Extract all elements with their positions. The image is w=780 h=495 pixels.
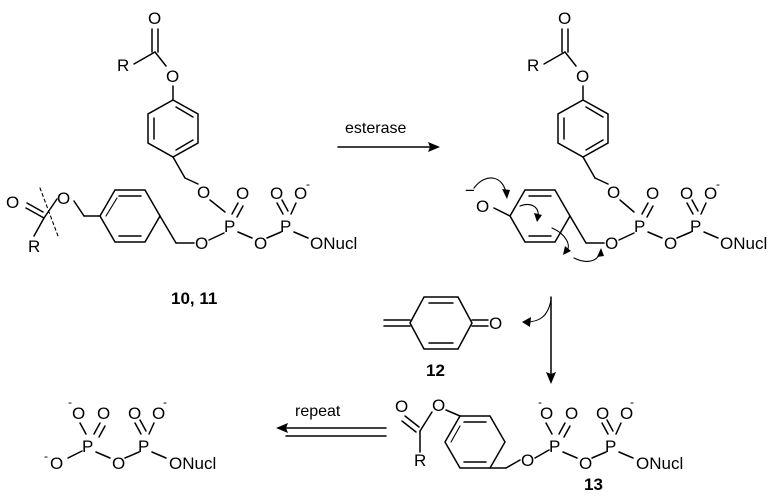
atom-o-anion-5: O — [540, 404, 553, 423]
atom-o-quinone: O — [489, 314, 502, 333]
atom-o-anion-7: O — [72, 404, 85, 423]
charge-minus-9: - — [163, 395, 167, 409]
atom-o-carbonyl-2: O — [6, 193, 19, 212]
atom-o-anion-2: O — [704, 184, 717, 203]
atom-o-anion-6: O — [620, 404, 633, 423]
charge-minus-2: - — [716, 177, 720, 191]
atom-onucl-7: ONucl — [169, 454, 216, 473]
atom-onucl-5: ONucl — [636, 454, 683, 473]
charge-minus-phenolate: − — [465, 181, 475, 200]
atom-o-double-7: O — [97, 404, 110, 423]
atom-o-anion-9: O — [152, 404, 165, 423]
atom-o-ester-2: O — [57, 189, 70, 208]
compound-10-11: O R O O P O O P O O - ONucl — [6, 9, 357, 308]
product-diphosphate: O - O P O - O P O O - ONucl — [44, 395, 216, 473]
benzene-ring-top-2 — [557, 99, 609, 158]
atom-p-4: P — [690, 217, 701, 236]
charge-minus-6: - — [630, 395, 634, 409]
arrow-label-esterase: esterase — [345, 120, 406, 137]
repeat-arrow: repeat — [276, 403, 387, 437]
compound-12: O 12 — [383, 296, 502, 380]
atom-r-3: R — [527, 56, 539, 75]
atom-o-benzyl-3: O — [607, 183, 620, 202]
arrow-label-repeat: repeat — [295, 403, 341, 420]
atom-o-phenolate: O — [476, 197, 489, 216]
atom-o-anion-8: O — [50, 454, 63, 473]
atom-onucl-2: ONucl — [720, 234, 767, 253]
atom-r-2: R — [28, 237, 40, 256]
atom-o-double-3: O — [646, 184, 659, 203]
atom-o-bridge-7: O — [112, 454, 125, 473]
atom-o-bridge-5: O — [579, 454, 592, 473]
atom-o-ester: O — [166, 67, 179, 86]
atom-o-benzyl-2: O — [195, 234, 208, 253]
compound-label-12: 12 — [426, 361, 445, 380]
quinone-ring — [409, 296, 473, 350]
atom-o-carbonyl-5: O — [395, 397, 408, 416]
atom-onucl: ONucl — [310, 234, 357, 253]
atom-o-ester-5: O — [432, 396, 445, 415]
charge-minus-7: - — [68, 395, 72, 409]
charge-minus-8: - — [44, 449, 48, 463]
benzene-ring-13 — [444, 415, 506, 469]
atom-o-bridge: O — [254, 234, 267, 253]
cleavage-mark — [39, 187, 59, 237]
elimination-arrow — [522, 296, 556, 384]
atom-o-double-4: O — [680, 184, 693, 203]
atom-o-double-8: O — [128, 404, 141, 423]
atom-p-8: P — [138, 437, 149, 456]
electron-arrow-4 — [573, 251, 601, 262]
compound-label-10-11: 10, 11 — [171, 289, 217, 308]
compound-13: O R O O P O - O O P O O - ONucl 13 — [395, 395, 683, 494]
benzene-ring-left — [99, 189, 161, 243]
electron-arrow-1 — [473, 177, 507, 195]
atom-o-benzyl-4: O — [605, 234, 618, 253]
atom-o-bridge-2: O — [664, 234, 677, 253]
atom-p-3: P — [634, 217, 645, 236]
atom-p-5: P — [549, 437, 560, 456]
atom-r-5: R — [414, 451, 426, 470]
atom-r: R — [117, 56, 129, 75]
atom-p-7: P — [82, 437, 93, 456]
atom-o-double-6: O — [596, 404, 609, 423]
phenolate-intermediate: O R O O P O O P O O - ONucl O — [465, 9, 767, 262]
charge-minus-5: - — [538, 395, 542, 409]
atom-o-double-5: O — [565, 404, 578, 423]
atom-o-double-1: O — [236, 184, 249, 203]
atom-p-2: P — [280, 217, 291, 236]
benzene-ring-top — [147, 99, 199, 158]
atom-o-benzyl-1: O — [197, 183, 210, 202]
charge-minus: - — [306, 177, 310, 191]
atom-o-anion: O — [294, 184, 307, 203]
atom-o-ester-3: O — [576, 67, 589, 86]
atom-o-carbonyl: O — [148, 9, 161, 28]
atom-p-1: P — [224, 217, 235, 236]
atom-o-double-2: O — [270, 184, 283, 203]
esterase-arrow: esterase — [337, 120, 440, 152]
compound-label-13: 13 — [584, 475, 603, 494]
atom-o-benzyl-5: O — [521, 451, 534, 470]
atom-o-carbonyl-3: O — [558, 9, 571, 28]
atom-p-6: P — [605, 437, 616, 456]
